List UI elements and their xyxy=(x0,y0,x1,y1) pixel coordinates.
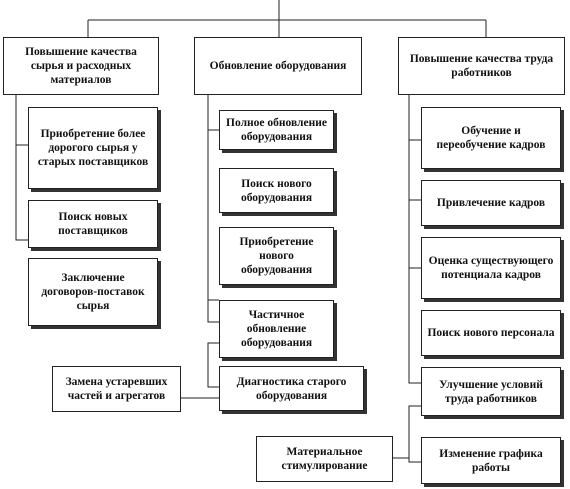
box-material-incentive: Материальное стимулирование xyxy=(256,436,393,482)
box-work-schedule-change: Изменение графика работы xyxy=(421,437,561,484)
box-new-personnel-search: Поиск нового персонала xyxy=(421,310,561,356)
rail-col2-diag xyxy=(207,342,219,388)
rail-col3 xyxy=(408,95,421,384)
box-working-conditions: Улучшение условий труда работников xyxy=(421,367,561,416)
category-equipment: Обновление оборудования xyxy=(194,37,362,95)
box-expensive-raw-materials: Приобретение более дорогого сырья у стар… xyxy=(28,107,158,189)
box-old-equipment-diagnostics: Диагностика старого оборудования xyxy=(219,366,364,411)
box-new-suppliers: Поиск новых поставщиков xyxy=(28,200,158,248)
rail-col1 xyxy=(15,95,28,241)
box-full-equipment-update: Полное обновление оборудования xyxy=(219,110,334,150)
category-labor-quality: Повышение качества труда работников xyxy=(398,37,565,95)
box-staff-training: Обучение и переобучение кадров xyxy=(421,107,561,169)
box-staff-attraction: Привлечение кадров xyxy=(421,180,561,226)
rail-col2 xyxy=(207,95,219,323)
box-parts-replacement: Замена устаревших частей и агрегатов xyxy=(52,366,181,412)
box-supply-contracts: Заключение договоров-поставок сырья xyxy=(28,258,158,326)
box-search-equipment: Поиск нового оборудования xyxy=(219,168,334,213)
box-partial-equipment-update: Частичное обновление оборудования xyxy=(219,300,334,358)
box-staff-potential-assessment: Оценка существующего потенциала кадров xyxy=(421,237,561,299)
category-raw-materials: Повышение качества сырья и расходных мат… xyxy=(3,37,159,95)
box-buy-new-equipment: Приобретение нового оборудования xyxy=(219,227,334,285)
rail-col3-bottom xyxy=(408,405,421,463)
